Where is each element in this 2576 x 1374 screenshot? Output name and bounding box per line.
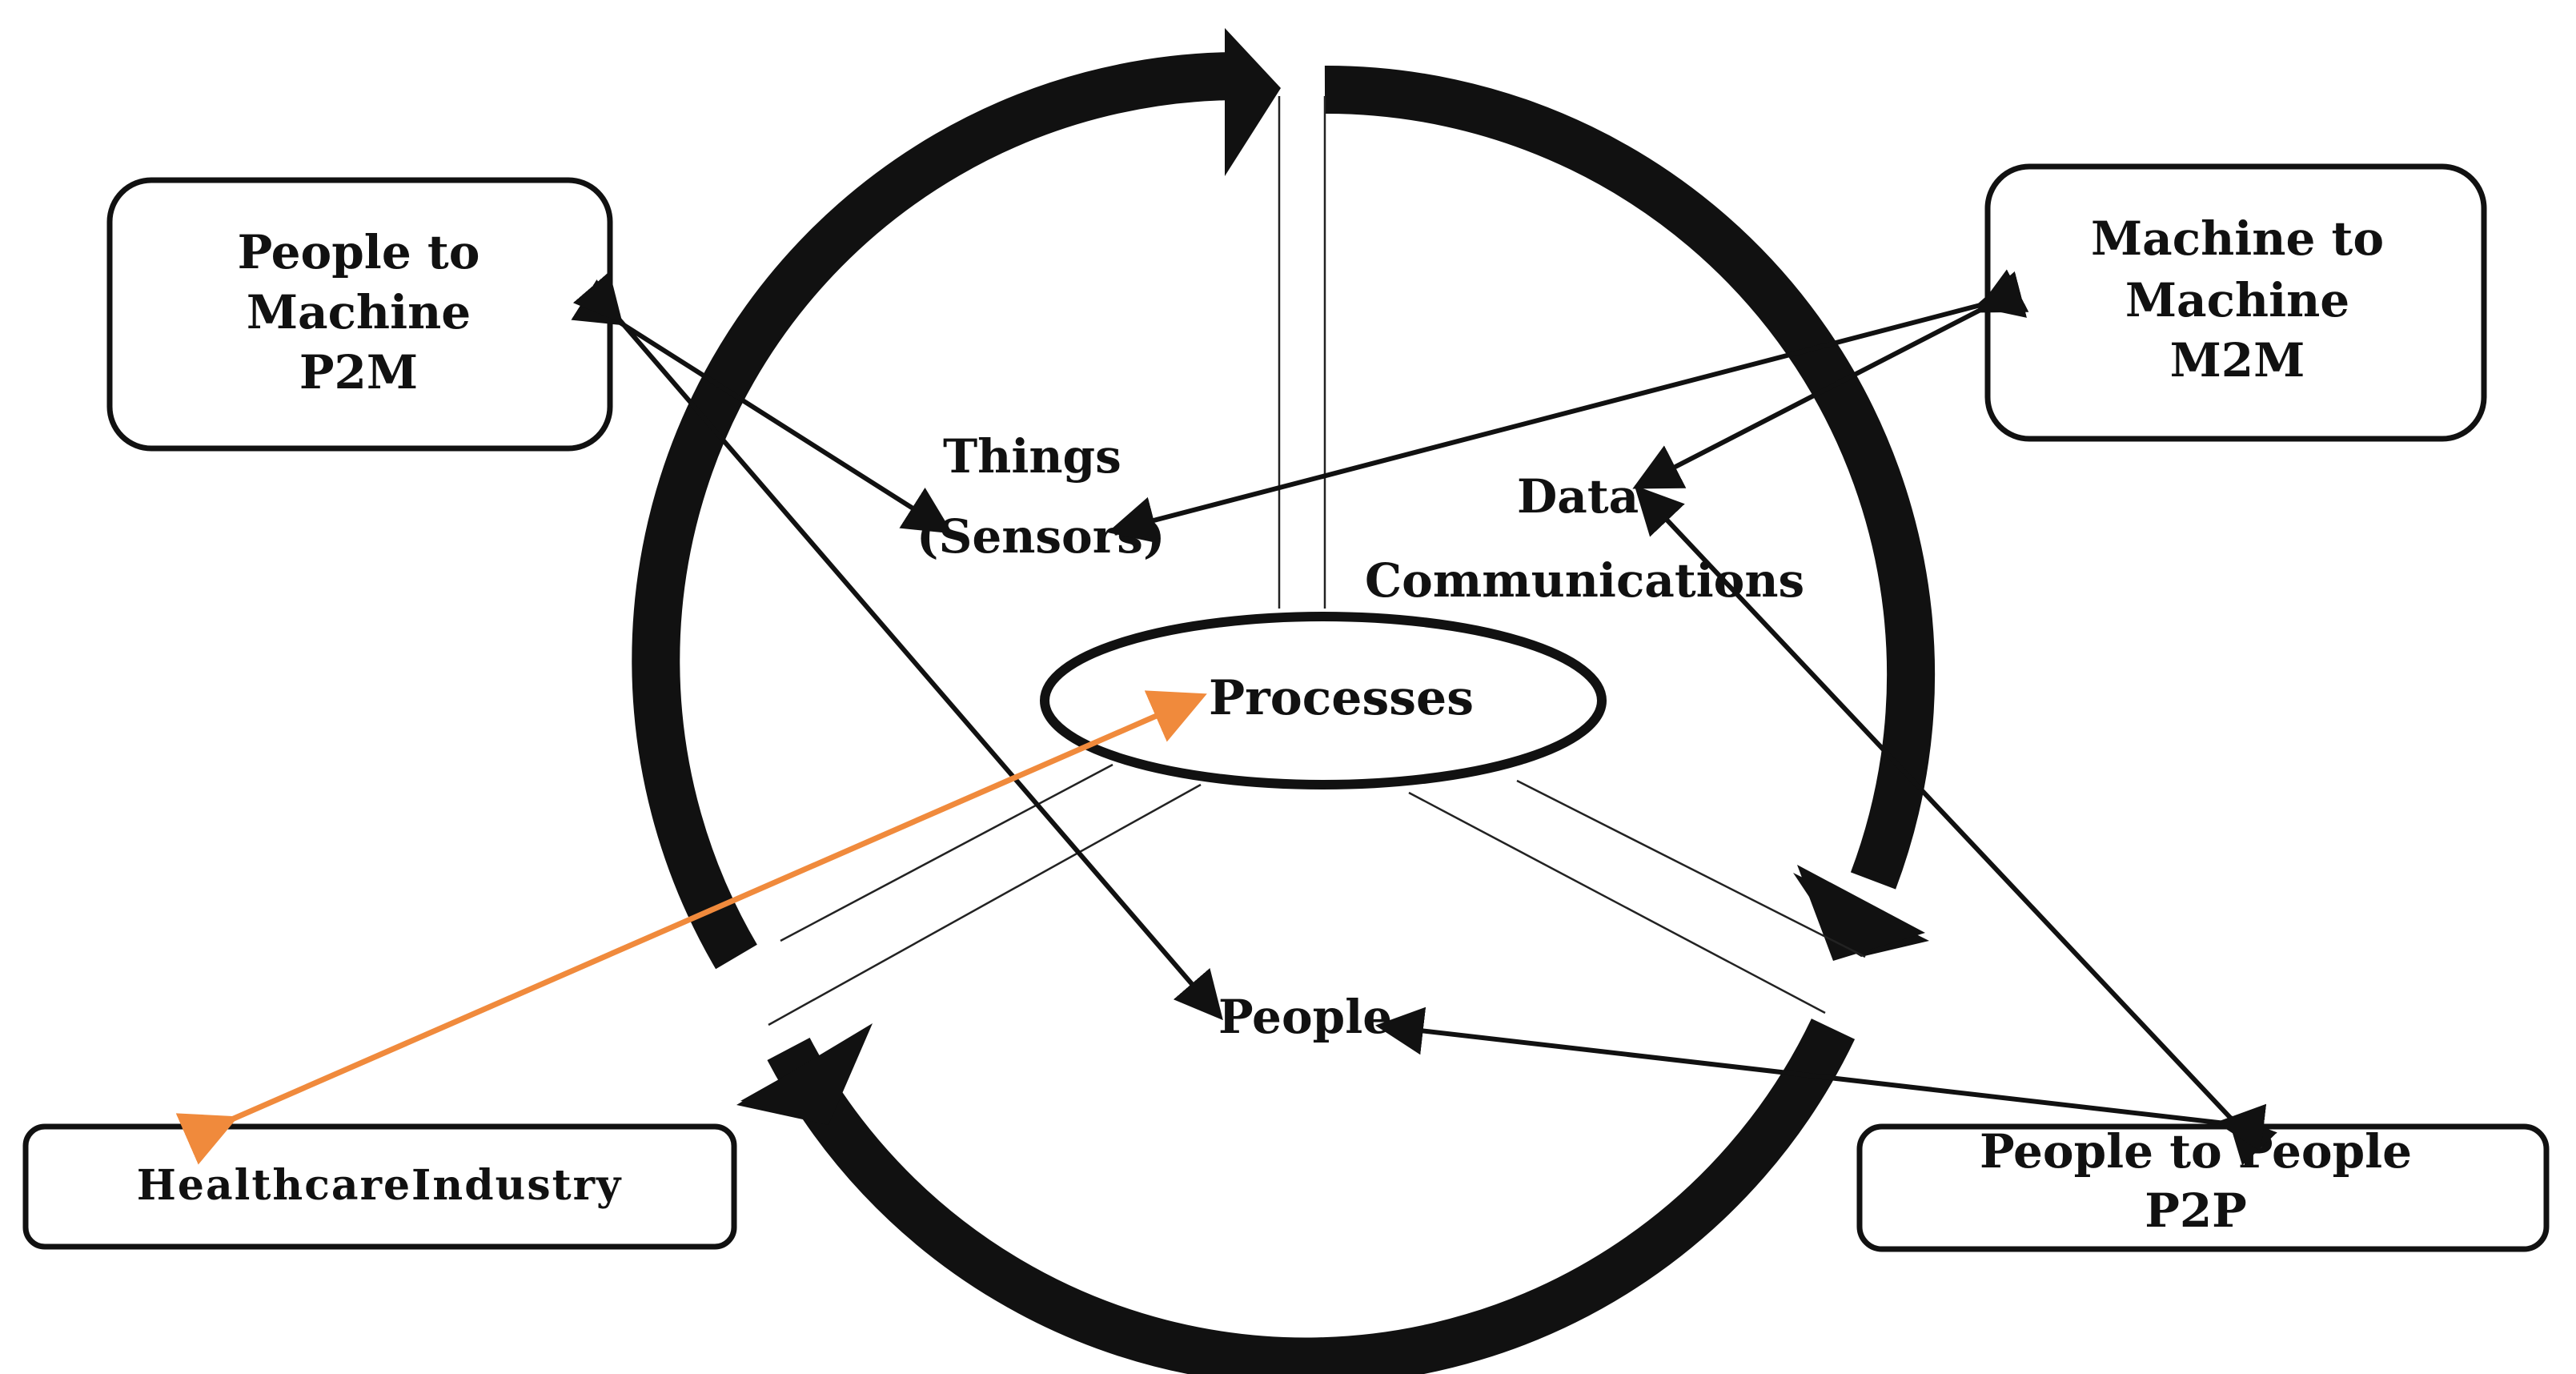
p2p-line2: P2P [2145,1183,2247,1238]
p2p-line1: People to People [1980,1124,2412,1179]
spoke-people-upper [780,763,1113,942]
arrow-p2p-to-people [1375,1006,2267,1152]
cycle-arrow-people [767,1018,1856,1374]
things-label: Things [943,429,1121,484]
arrow-healthcare-to-processes [175,690,1207,1165]
sensors-label: (Sensors) [917,509,1165,564]
m2m-line2: Machine [2125,273,2349,327]
m2m-line1: Machine to [2091,211,2384,266]
spoke-data-lower [1408,791,1826,1014]
p2m-line2: Machine [247,285,471,339]
communications-label: Communications [1365,553,1804,608]
arrow-p2p-to-data [1634,485,2277,1166]
data-label: Data [1517,469,1639,524]
p2m-line1: People to [238,225,480,279]
processes-label: Processes [1209,670,1474,726]
spoke-people-lower [768,783,1202,1026]
spoke-data-upper [1516,779,1866,958]
healthcare-label: HealthcareIndustry [137,1161,623,1210]
people-label: People [1218,990,1392,1044]
arrow-m2m-to-data [1632,269,2029,489]
p2m-line3: P2M [299,345,418,400]
m2m-line3: M2M [2170,333,2305,388]
cycle-arrowhead-things [1225,28,1281,176]
